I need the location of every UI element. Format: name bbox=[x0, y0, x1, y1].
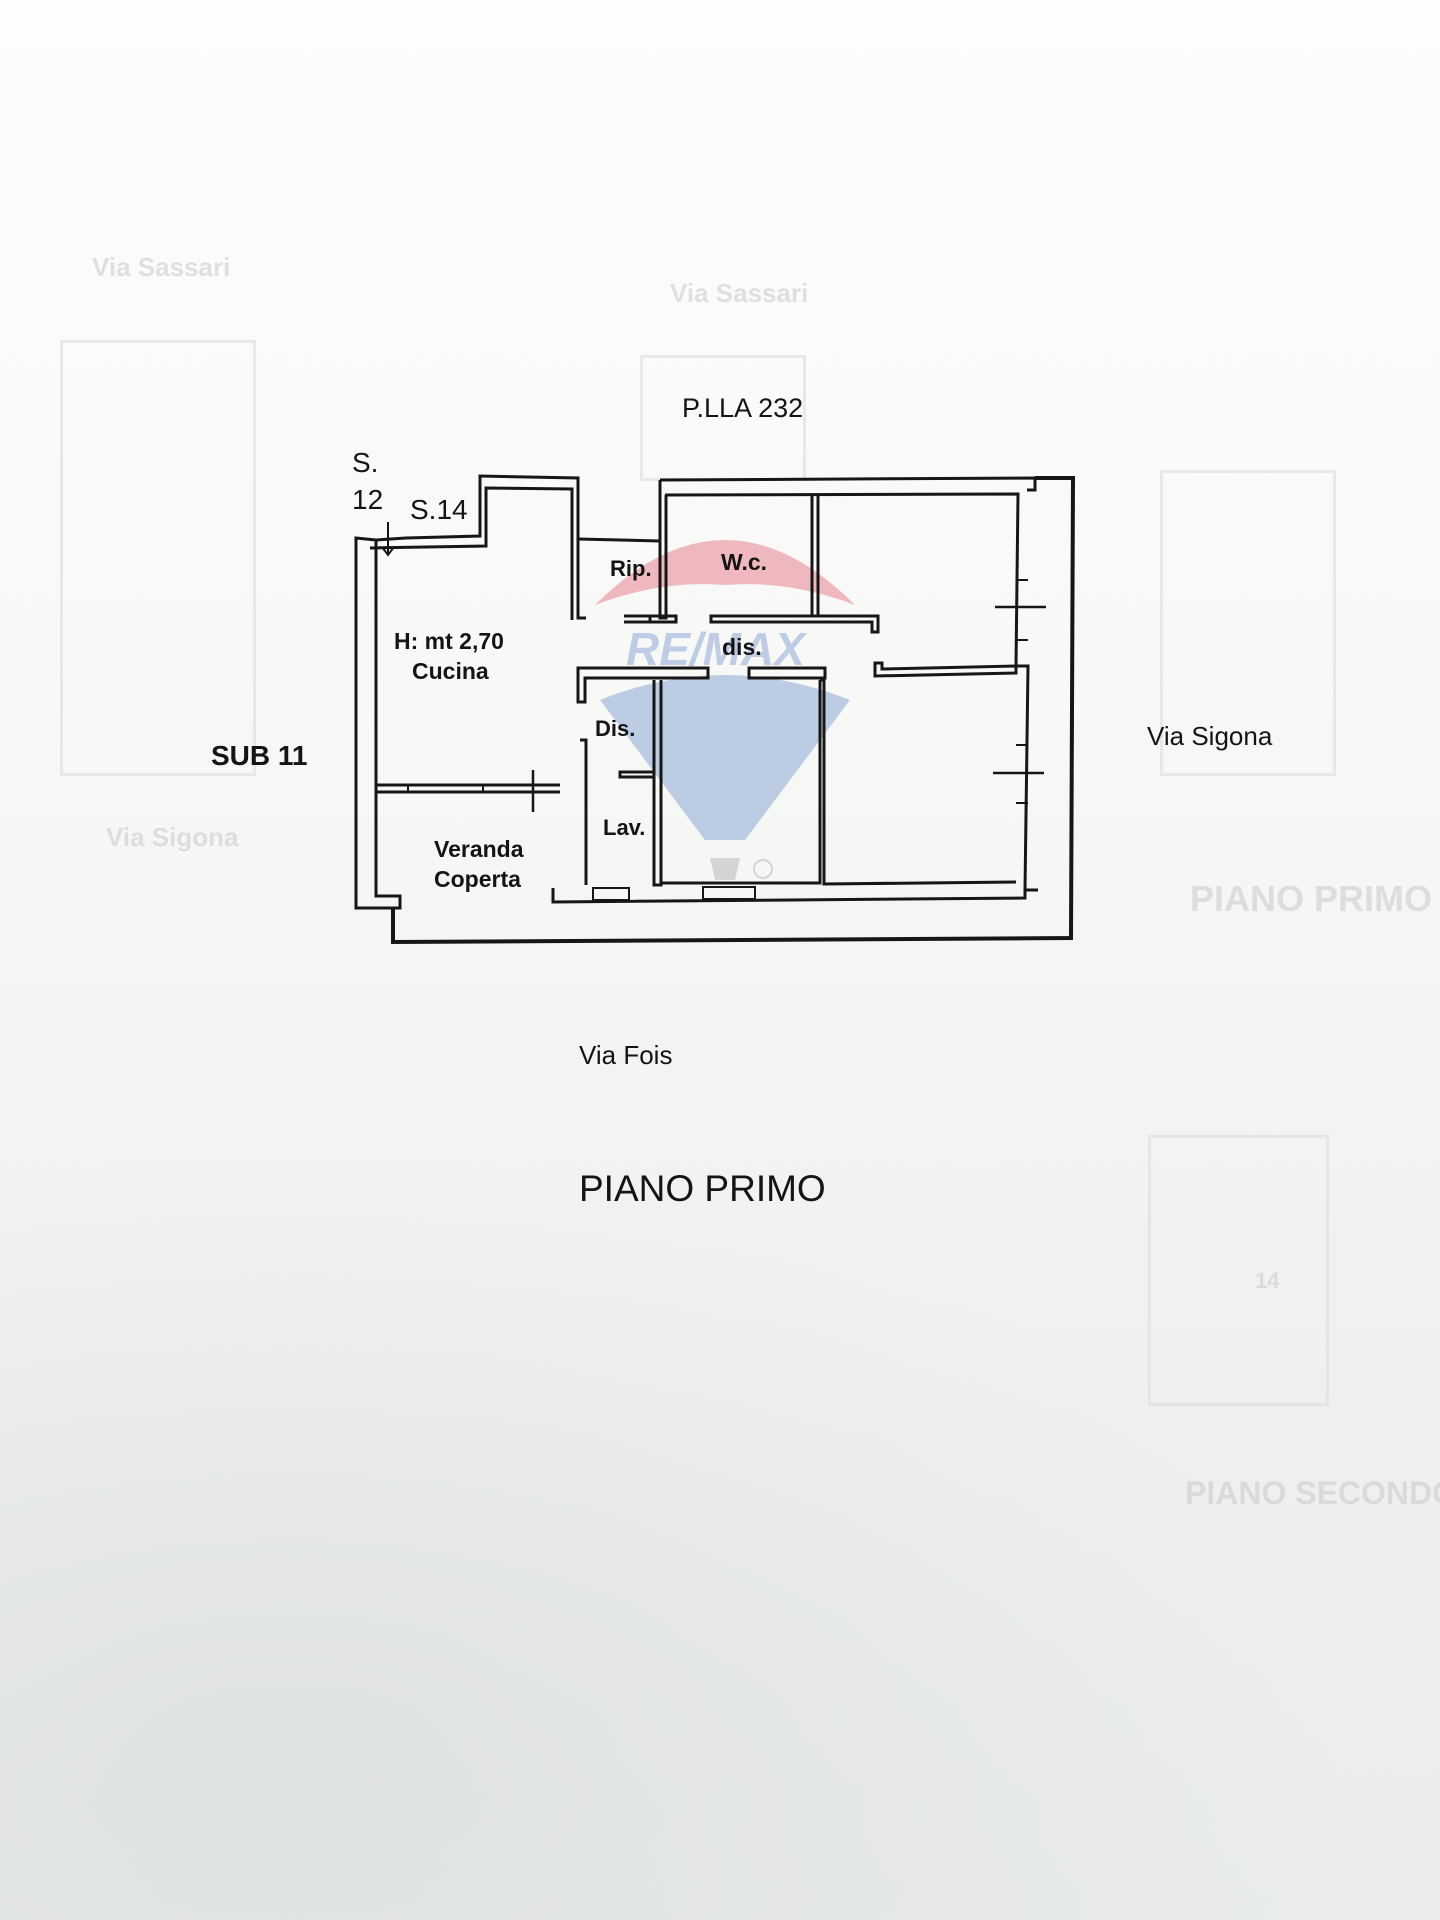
storage-wc-wall bbox=[658, 480, 668, 620]
neighbor-s14-label: S.14 bbox=[410, 494, 468, 525]
ghost-plan-right bbox=[1160, 470, 1336, 776]
laundry-window bbox=[592, 887, 630, 901]
top-wall-right-outer bbox=[659, 476, 1037, 492]
street-bottom-label: Via Fois bbox=[579, 1040, 673, 1070]
kitchen-window bbox=[407, 784, 484, 793]
ghost-plan-left bbox=[60, 340, 256, 776]
ghost-street-left: Via Sigona bbox=[106, 822, 239, 852]
room-storage-label: Rip. bbox=[610, 556, 652, 581]
neighbor-left-label: SUB 11 bbox=[211, 740, 308, 771]
outer-wall bbox=[391, 476, 1076, 945]
left-wall bbox=[354, 536, 402, 910]
laundry-partition bbox=[618, 770, 656, 779]
s12-arrow-icon bbox=[381, 522, 395, 557]
hallway-top-wall bbox=[709, 614, 880, 634]
top-wall-left-inner bbox=[369, 486, 574, 620]
top-wall-left-outer bbox=[375, 474, 586, 620]
parcel-label: P.LLA 232 bbox=[682, 393, 804, 423]
storage-door-jamb-right bbox=[624, 614, 678, 624]
room-veranda-label-line2: Coperta bbox=[434, 866, 521, 892]
bedroom-2-window bbox=[1016, 744, 1028, 804]
bedroom-1-window bbox=[1016, 579, 1028, 641]
hallway-bottom-wall-right bbox=[747, 666, 827, 680]
storage-top-wall bbox=[577, 537, 661, 543]
wc-bedroom-wall bbox=[810, 495, 820, 618]
bottom-inner-wall bbox=[551, 888, 1027, 904]
room-hallway-upper-label: dis. bbox=[722, 634, 762, 660]
bedroom-2-walls bbox=[820, 678, 1017, 886]
hallway-bottom-wall-left bbox=[576, 666, 710, 704]
ghost-title-lower-right: PIANO SECONDO bbox=[1185, 1475, 1440, 1511]
room-veranda-label-line1: Veranda bbox=[434, 836, 524, 862]
ghost-label-14: 14 bbox=[1255, 1268, 1280, 1293]
ghost-street-top-center: Via Sassari bbox=[670, 278, 809, 308]
bedroom-divider-wall bbox=[873, 661, 1018, 678]
room-wc-label: W.c. bbox=[721, 549, 768, 575]
room-laundry-label: Lav. bbox=[603, 815, 646, 840]
room-kitchen-label: Cucina bbox=[412, 658, 489, 684]
right-inner-wall bbox=[664, 492, 1038, 892]
neighbor-s12-label-line2: 12 bbox=[352, 484, 384, 515]
street-right-label: Via Sigona bbox=[1147, 721, 1273, 751]
laundry-left-wall bbox=[580, 738, 588, 885]
page-title: PIANO PRIMO bbox=[579, 1168, 826, 1209]
center-window bbox=[702, 886, 756, 900]
ghost-plan-lower-right bbox=[1148, 1135, 1329, 1406]
room-height-note: H: mt 2,70 bbox=[394, 628, 504, 654]
center-room-walls bbox=[659, 680, 822, 885]
room-hallway-lower-label: Dis. bbox=[595, 716, 636, 741]
neighbor-s12-label-line1: S. bbox=[352, 447, 379, 478]
ghost-street-top-left: Via Sassari bbox=[92, 252, 231, 282]
ghost-title-right: PIANO PRIMO bbox=[1190, 878, 1433, 919]
